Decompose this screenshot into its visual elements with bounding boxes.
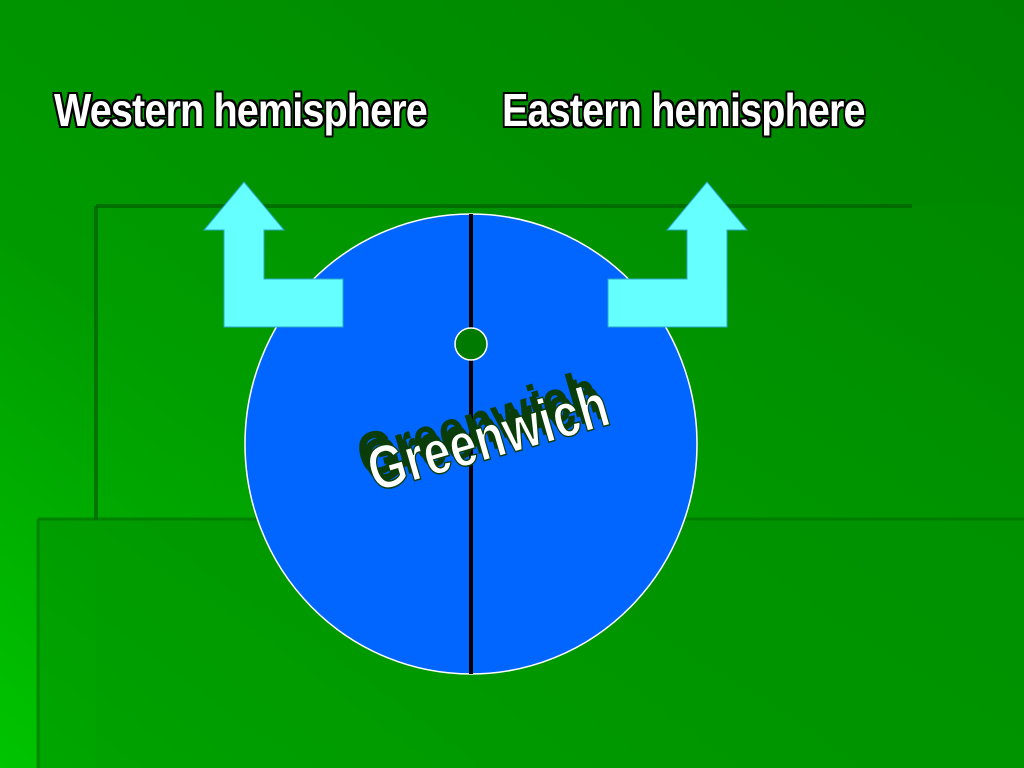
eastern-hemisphere-label: Eastern hemisphere [502,84,866,136]
western-hemisphere-label: Western hemisphere [54,84,428,136]
arrow-up-left-turn-icon [202,181,344,328]
center-dot [454,327,488,361]
arrow-up-right-turn-icon [607,181,749,328]
